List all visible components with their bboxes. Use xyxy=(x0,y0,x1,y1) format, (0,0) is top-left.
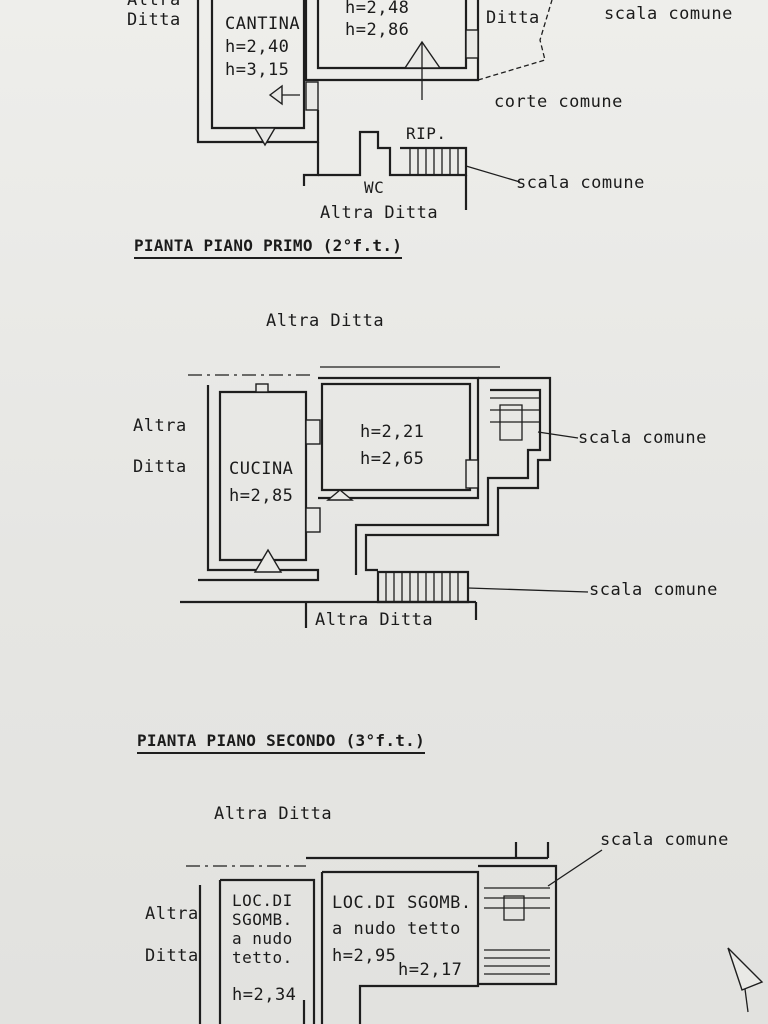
corte-boundary xyxy=(477,0,553,81)
stair-block xyxy=(478,864,558,986)
cucina-outer-walls xyxy=(198,385,320,582)
room-height-1: h=2,48 xyxy=(345,0,410,18)
scala-comune-label: scala comune xyxy=(578,428,707,448)
bottom-wall xyxy=(180,600,478,628)
cucina-label: CUCINA xyxy=(229,459,294,479)
scala-comune-label: scala comune xyxy=(589,580,718,600)
door-marker xyxy=(268,84,283,106)
ditta-label: Ditta xyxy=(133,457,187,477)
altra-ditta-label: Altra Ditta xyxy=(127,0,181,30)
wc-label: WC xyxy=(364,178,385,197)
loc-right-walls xyxy=(320,870,480,1024)
scala-comune-label: scala comune xyxy=(516,173,645,193)
leader-line xyxy=(547,849,603,887)
stair-block xyxy=(318,130,468,177)
window-marker xyxy=(465,29,479,59)
loc-sgombero-left-label: LOC.DI SGOMB. a nudo tetto. xyxy=(232,891,293,967)
altra-ditta-label: Altra Ditta xyxy=(320,203,439,223)
first-floor-plan xyxy=(180,366,589,628)
cucina-height: h=2,85 xyxy=(229,486,294,506)
cantina-height-1: h=2,40 xyxy=(225,37,290,57)
cantina-outer-wall xyxy=(196,0,320,144)
second-floor-plan xyxy=(186,842,603,1024)
stair-treads-upper xyxy=(490,397,540,441)
room-height-2: h=2,86 xyxy=(345,20,410,40)
altra-label: Altra xyxy=(133,416,187,436)
altra-ditta-label: Altra Ditta xyxy=(266,311,385,331)
window-marker xyxy=(305,419,321,445)
room-outer-walls xyxy=(318,376,480,500)
cantina-label: CANTINA xyxy=(225,14,301,34)
chimney-marker xyxy=(255,383,269,393)
ditta-label: Ditta xyxy=(486,8,540,28)
altra-label: Altra xyxy=(145,904,199,924)
ditta-label: Ditta xyxy=(145,946,199,966)
ground-leader-line xyxy=(465,165,521,183)
loc-sgombero-right-height-1: h=2,95 xyxy=(332,946,397,966)
scala-comune-label: scala comune xyxy=(604,4,733,24)
stair-treads-lower xyxy=(385,572,459,602)
room-height-2: h=2,65 xyxy=(360,449,425,469)
loc-sgombero-left-height: h=2,34 xyxy=(232,985,297,1005)
altra-ditta-label: Altra Ditta xyxy=(214,804,333,824)
window-marker xyxy=(305,81,319,111)
room-height-1: h=2,21 xyxy=(360,422,425,442)
leader-line xyxy=(467,587,589,593)
loc-sgombero-right-label: LOC.DI SGOMB. a nudo tetto xyxy=(332,893,472,939)
loc-sgombero-right-height-2: h=2,17 xyxy=(398,960,463,980)
stair-outline xyxy=(354,388,542,575)
window-marker xyxy=(305,507,321,533)
corridor-wall xyxy=(302,142,320,186)
stair-treads-ground xyxy=(409,148,459,175)
corte-comune-label: corte comune xyxy=(494,92,623,112)
lower-stair-block xyxy=(376,570,470,604)
rip-label: RIP. xyxy=(406,124,447,143)
leader-line xyxy=(537,431,579,439)
door-marker xyxy=(326,489,354,501)
altra-ditta-label: Altra Ditta xyxy=(315,610,434,630)
door-marker xyxy=(253,548,283,573)
cantina-height-2: h=3,15 xyxy=(225,60,290,80)
stair-treads xyxy=(484,887,550,975)
first-floor-title: PIANTA PIANO PRIMO (2°f.t.) xyxy=(134,236,403,259)
stair-outline xyxy=(364,376,552,572)
second-floor-title: PIANTA PIANO SECONDO (3°f.t.) xyxy=(137,731,426,754)
ground-floor-plan xyxy=(196,0,553,210)
loc-left-walls xyxy=(198,878,316,1024)
top-wall xyxy=(306,842,550,860)
scala-comune-label: scala comune xyxy=(600,830,729,850)
north-arrow-icon xyxy=(727,947,764,1013)
door-marker xyxy=(253,127,277,147)
window-marker xyxy=(465,459,479,489)
cucina-walls xyxy=(218,390,308,562)
room-walls xyxy=(320,382,472,492)
